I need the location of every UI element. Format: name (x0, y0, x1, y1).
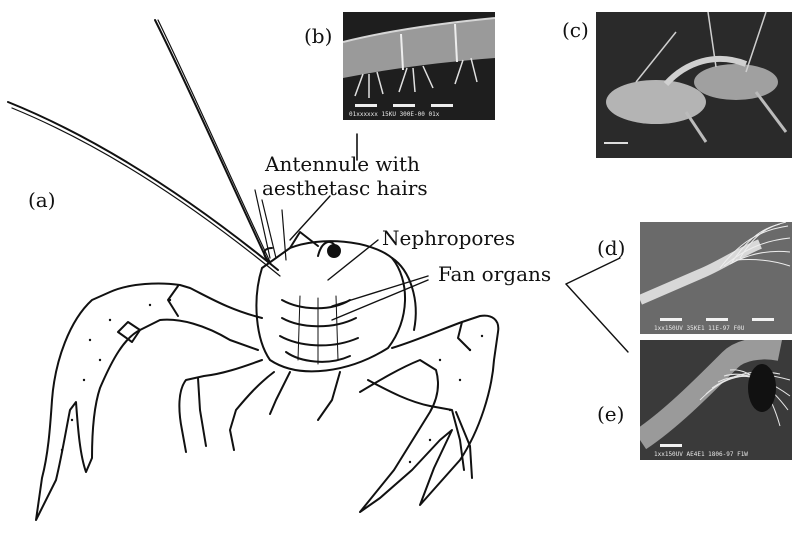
panel-label-d: (d) (597, 236, 625, 260)
leader-to-d (566, 258, 620, 284)
right-claw (360, 316, 498, 512)
walking-leg (179, 360, 262, 452)
leader-fan-organs-2 (332, 280, 428, 320)
label-fan-organs: Fan organs (438, 262, 551, 286)
svg-text:1xx150UV AE4E1 1806-97 F1W: 1xx150UV AE4E1 1806-97 F1W (654, 451, 748, 458)
panel-label-b: (b) (304, 24, 332, 48)
panel-label-c: (c) (562, 18, 589, 42)
sem-image-d: 1xx150UV 35KE1 11E-97 F0U (640, 222, 792, 334)
panel-label-a: (a) (28, 188, 56, 212)
label-nephropores: Nephropores (382, 226, 515, 250)
sem-image-b: 01xxxxxx 15KU 300E-00 01x (343, 12, 495, 120)
panel-label-e: (e) (597, 402, 624, 426)
claw-stipple (61, 299, 483, 463)
left-antenna (8, 102, 278, 270)
left-claw (36, 283, 262, 520)
leader-to-e (566, 284, 628, 352)
photo-c (596, 12, 792, 158)
sem-image-e: 1xx150UV AE4E1 1806-97 F1W (640, 340, 792, 460)
svg-text:01xxxxxx 15KU 300E-00 01x: 01xxxxxx 15KU 300E-00 01x (349, 111, 440, 118)
center-antenna (155, 20, 268, 262)
label-antennule-line1: Antennule with (265, 152, 420, 176)
eye (328, 245, 340, 257)
leader-antennule-2 (290, 196, 330, 240)
svg-text:1xx150UV 35KE1 11E-97 F0U: 1xx150UV 35KE1 11E-97 F0U (654, 325, 745, 332)
label-antennule-line2: aesthetasc hairs (262, 176, 428, 200)
